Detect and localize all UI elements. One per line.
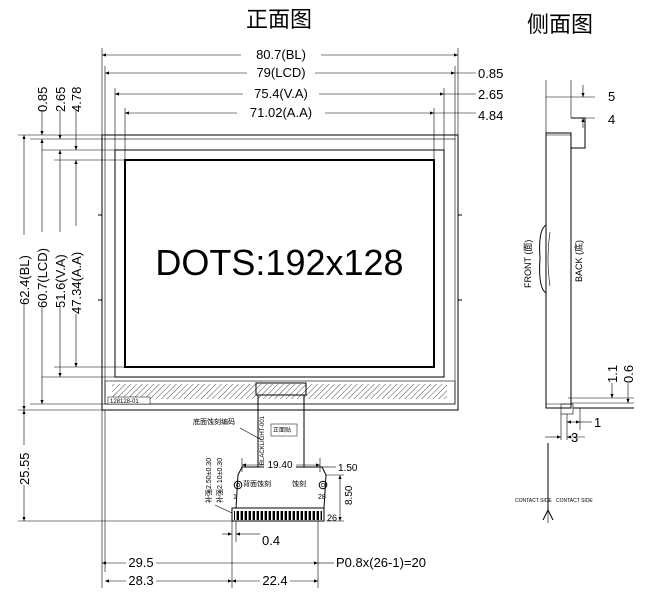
dots-resolution-label: DOTS:192x128 [155,242,403,283]
part-code: 128128-01 [110,399,139,405]
dim-aa-height: 47.34(A.A) [69,252,84,314]
side-dim-1: 1 [594,415,601,430]
side-view: 5 4 FRONT (面) BACK (底) 1.1 0.6 1 3 [515,80,636,523]
dim-aa-width: 71.02(A.A) [250,105,312,120]
side-back-label: BACK (底) [573,240,584,282]
front-view-title: 正面图 [246,8,312,33]
dim-150: 1.50 [338,463,358,474]
dim-04: 0.4 [262,533,280,548]
side-dim-4: 4 [608,112,615,127]
side-dim-5: 5 [608,89,615,104]
stiffener-label-1: 补强2.50±0.30 [204,458,213,503]
dim-pitch: P0.8x(26-1)=20 [336,555,426,570]
dim-lcd-height: 60.7(LCD) [35,248,50,308]
pin-26-label: 26 [327,513,337,523]
contact-side-left: CONTACT SIDE [515,498,552,504]
dim-va-height: 51.6(V.A) [53,254,68,308]
dim-fpc-length: 25.55 [17,452,32,485]
dim-left-265: 2.65 [53,87,68,112]
svg-text:BLACKLIGHT-001: BLACKLIGHT-001 [260,415,266,465]
dim-left-085: 0.85 [35,87,50,112]
side-view-title: 侧面图 [527,13,593,38]
side-dim-3: 3 [571,430,578,445]
front-left-dimensions: 0.85 2.65 4.78 62.4(BL) 60.7(LCD) 51.6(V… [17,87,232,522]
dim-va-width: 75.4(V.A) [254,86,308,101]
dim-right-265: 2.65 [478,87,503,102]
stiffener-label-2: 补强2.10±0.30 [215,458,224,503]
pin-28-label: 28 [318,494,326,501]
side-front-label: FRONT (面) [523,240,533,288]
viewing-area [114,149,445,378]
dim-283: 28.3 [128,573,153,588]
dim-right-484: 4.84 [478,108,503,123]
pin-1-label: 1 [233,494,237,501]
dim-left-478: 4.78 [69,87,84,112]
side-dim-11: 1.1 [605,365,620,383]
dim-224: 22.4 [262,573,287,588]
dim-295: 29.5 [128,555,153,570]
dim-right-085: 0.85 [478,66,503,81]
dim-1940: 19.40 [267,460,292,471]
fpc-note-left: 背面蚀刻 [243,479,271,488]
front-bottom-dimensions: 0.4 29.5 P0.8x(26-1)=20 28.3 22.4 [101,410,426,588]
dim-lcd-width: 79(LCD) [256,65,305,80]
contact-side-right: CONTACT SIDE [556,498,593,504]
lcd-module-front: DOTS:192x128 128128-01 [98,134,462,411]
dim-850: 8.50 [344,485,355,505]
fpc-tape-label: 正面贴 [273,426,291,434]
dim-bl-width: 80.7(BL) [256,47,306,62]
fpc-note-right: 蚀刻 [292,479,306,488]
front-top-dimensions: 80.7(BL) 79(LCD) 0.85 75.4(V.A) 2.65 71.… [101,47,503,160]
active-area [124,159,435,368]
side-dim-06: 0.6 [621,365,636,383]
fpc-cable: 正面贴 BLACKLIGHT-001 底面蚀刻编码 补强2.50±0.30 补强… [193,394,358,523]
fpc-etch-label: 底面蚀刻编码 [193,417,235,426]
dim-bl-height: 62.4(BL) [17,255,32,305]
